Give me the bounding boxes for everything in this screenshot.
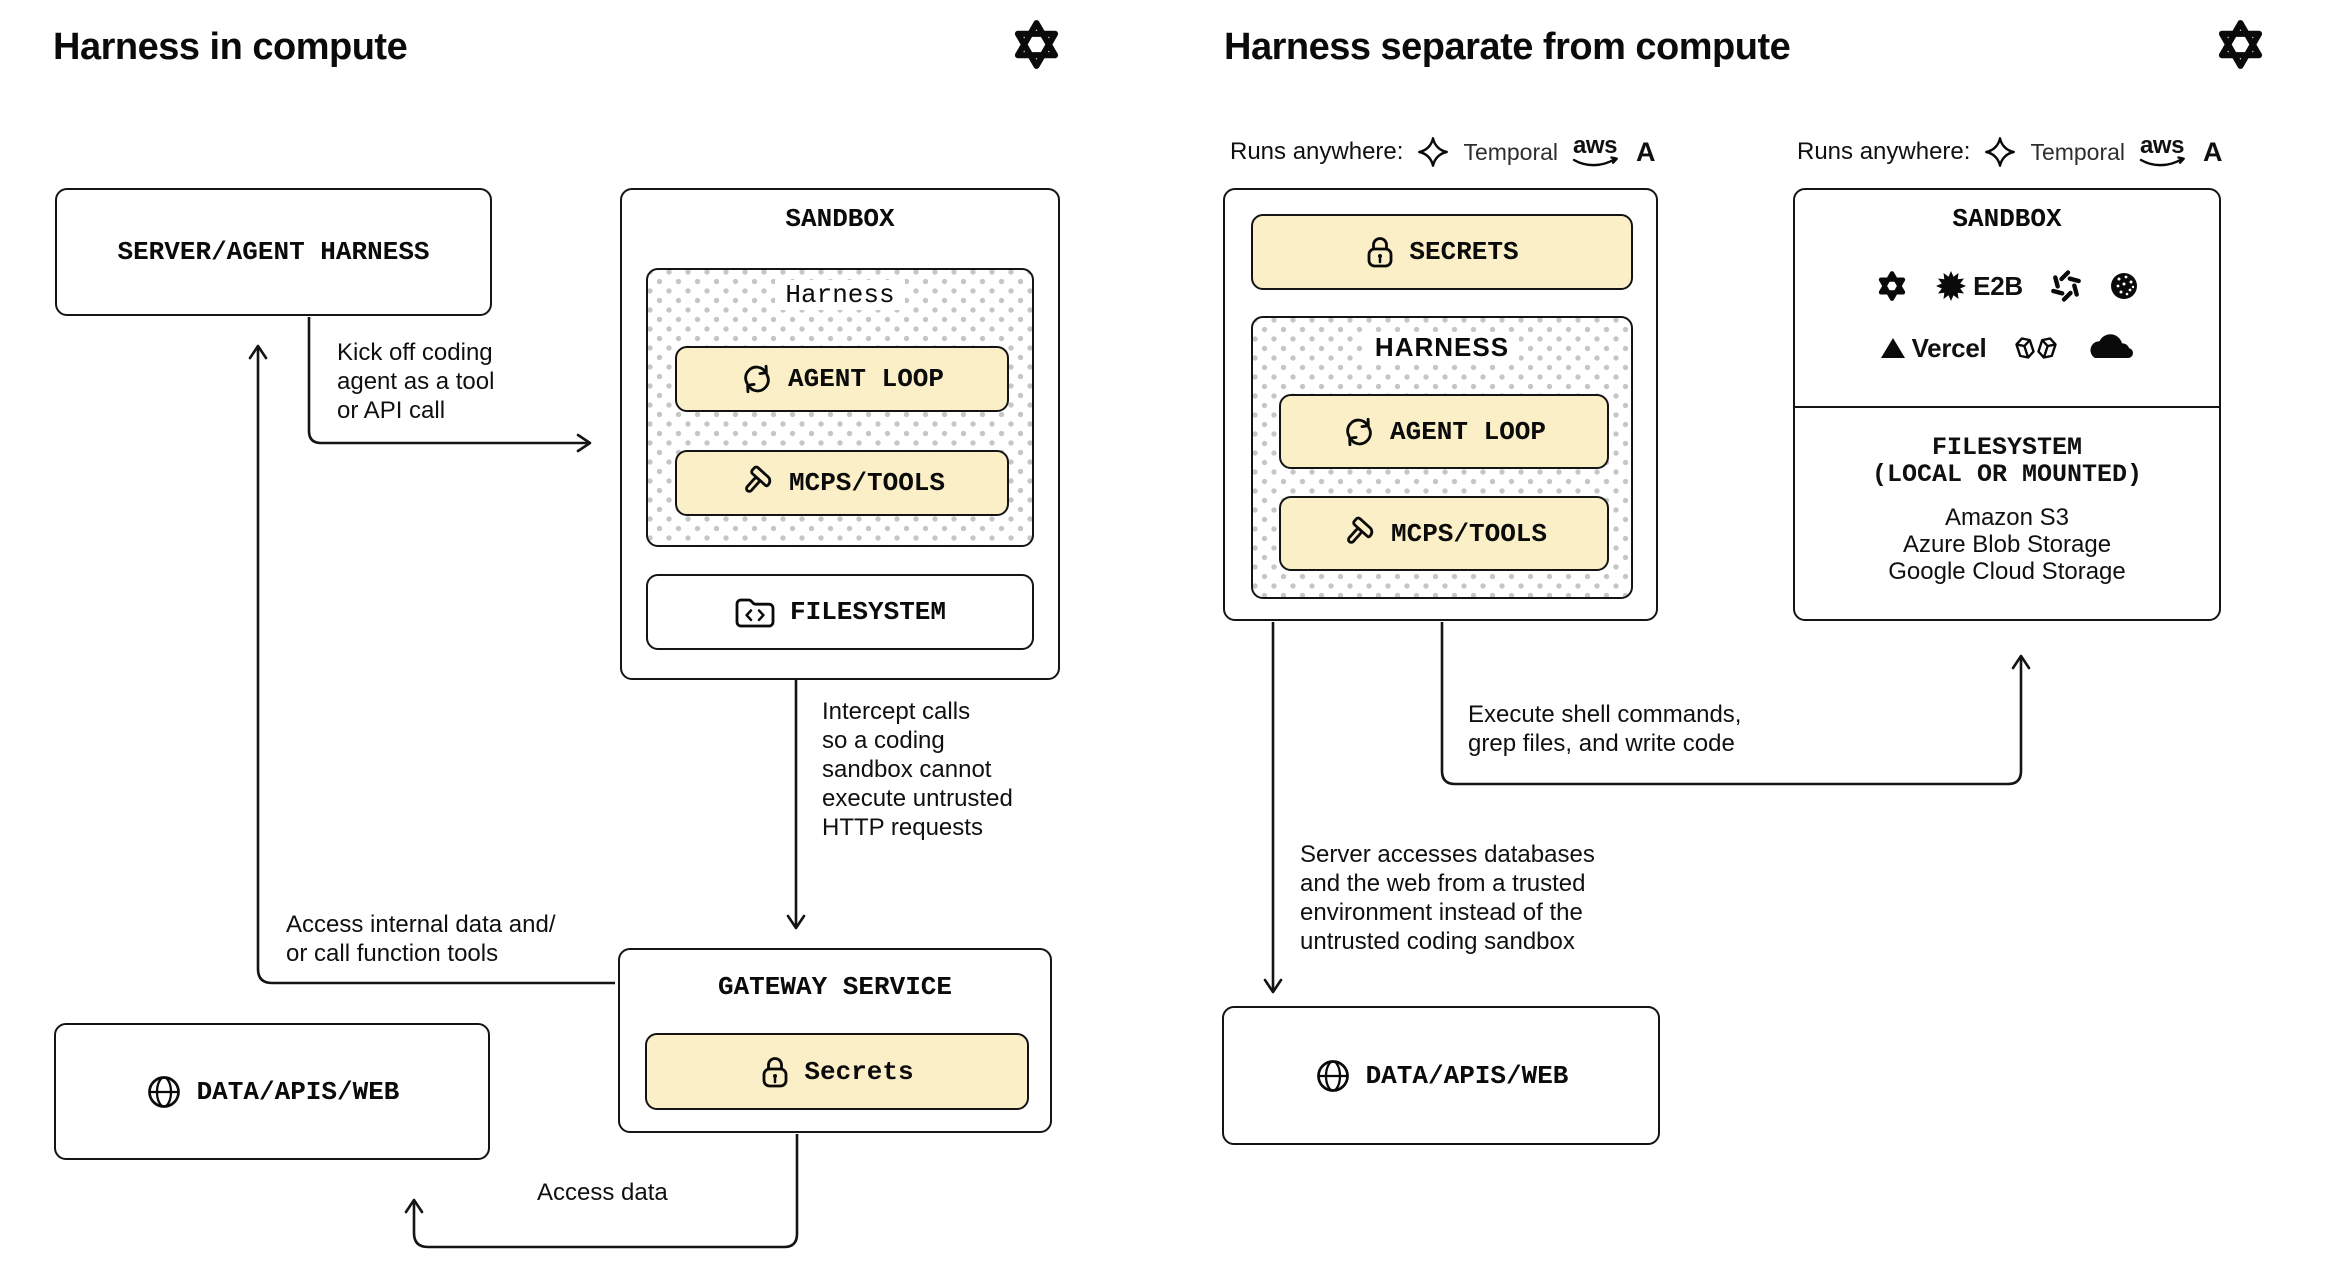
secrets-box-left: Secrets <box>645 1033 1029 1110</box>
harness-group-title-right: HARNESS <box>1364 332 1520 363</box>
pinwheel-logo-icon <box>2049 269 2083 303</box>
filesystem-title-right: FILESYSTEM (LOCAL OR MOUNTED) <box>1871 433 2143 489</box>
gateway-service-box: GATEWAY SERVICE Secrets <box>618 948 1052 1133</box>
dotted-globe-logo-icon <box>2109 271 2139 301</box>
harness-dotted-group-right: HARNESS AGENT LOOP <box>1251 316 1633 599</box>
access-internal-annotation: Access internal data and/ or call functi… <box>286 911 556 967</box>
runs-anywhere-label: Runs anywhere: <box>1230 138 1404 165</box>
runs-anywhere-label: Runs anywhere: <box>1797 138 1971 165</box>
server-agent-harness-box: SERVER/AGENT HARNESS <box>55 188 492 316</box>
data-apis-web-label-left: DATA/APIS/WEB <box>196 1076 400 1107</box>
anthropic-logo-icon: A <box>1636 136 1656 167</box>
secrets-label-right: SECRETS <box>1409 237 1519 267</box>
runs-anywhere-row-2: Runs anywhere: Temporal aws A <box>1797 132 2223 170</box>
e2b-logo-icon: E2B <box>1935 270 2023 302</box>
openai-logo-icon <box>2212 16 2269 73</box>
storage-options-list: Amazon S3 Azure Blob Storage Google Clou… <box>1888 504 2126 585</box>
agent-loop-box-right: AGENT LOOP <box>1279 394 1609 469</box>
left-title: Harness in compute <box>53 26 408 68</box>
mcps-tools-box-left: MCPS/TOOLS <box>675 450 1009 516</box>
data-apis-web-box-right: DATA/APIS/WEB <box>1222 1006 1660 1145</box>
harness-dotted-group-left: Harness AGENT LOOP <box>646 268 1034 547</box>
connector-access-internal-arrow <box>248 344 615 985</box>
execute-shell-annotation: Execute shell commands, grep files, and … <box>1468 701 1742 757</box>
access-data-annotation: Access data <box>537 1179 668 1206</box>
sandbox-title-right: SANDBOX <box>1952 204 2062 234</box>
secrets-label-left: Secrets <box>804 1056 914 1087</box>
aws-icon: aws <box>2138 132 2190 170</box>
intercept-annotation: Intercept calls so a coding sandbox cann… <box>822 698 1013 841</box>
sandbox-divider <box>1795 406 2219 408</box>
vercel-label: Vercel <box>1911 332 1987 363</box>
cloudflare-logo-icon <box>2086 333 2134 363</box>
right-title: Harness separate from compute <box>1224 26 1791 68</box>
sandbox-box-left: SANDBOX Harness AGENT LOOP <box>620 188 1060 680</box>
temporal-label: Temporal <box>1463 138 1559 165</box>
aws-label: aws <box>1573 132 1617 159</box>
agent-loop-icon <box>1342 415 1376 449</box>
vercel-logo-icon: Vercel <box>1880 333 1987 364</box>
sandbox-title-left: SANDBOX <box>785 204 895 234</box>
agent-loop-icon <box>740 362 774 396</box>
mcps-tools-label-left: MCPS/TOOLS <box>788 468 946 498</box>
server-accesses-annotation: Server accesses databases and the web fr… <box>1300 841 1595 955</box>
hammer-icon <box>739 465 775 501</box>
hammer-icon <box>1341 516 1377 552</box>
harness-group-title-left: Harness <box>775 280 905 310</box>
aws-icon: aws <box>1571 132 1623 170</box>
server-agent-harness-label: SERVER/AGENT HARNESS <box>117 237 430 267</box>
mcps-tools-label-right: MCPS/TOOLS <box>1390 518 1548 549</box>
anthropic-logo-icon: A <box>2203 136 2223 167</box>
globe-icon <box>145 1073 183 1111</box>
lock-icon <box>1365 234 1395 270</box>
openai-logo-icon <box>1875 269 1909 303</box>
kick-off-annotation: Kick off coding agent as a tool or API c… <box>337 339 495 424</box>
prisms-logo-icon <box>2012 331 2060 365</box>
filesystem-box-left: FILESYSTEM <box>646 574 1034 650</box>
sandbox-box-right: SANDBOX E2B <box>1793 188 2221 621</box>
e2b-label: E2B <box>1973 270 2023 301</box>
sandbox-logo-row-2: Vercel <box>1795 328 2219 368</box>
data-apis-web-label-right: DATA/APIS/WEB <box>1365 1060 1569 1091</box>
gateway-service-title: GATEWAY SERVICE <box>717 972 953 1002</box>
aws-label: aws <box>2140 132 2184 159</box>
agent-loop-label-left: AGENT LOOP <box>787 364 945 394</box>
harness-outer-box-right: SECRETS HARNESS AGENT LOOP <box>1223 188 1658 621</box>
lock-icon <box>760 1054 790 1090</box>
mcps-tools-box-right: MCPS/TOOLS <box>1279 496 1609 571</box>
runs-anywhere-row-1: Runs anywhere: Temporal aws A <box>1230 132 1656 170</box>
folder-code-icon <box>734 595 776 629</box>
secrets-box-right: SECRETS <box>1251 214 1633 290</box>
agent-loop-label-right: AGENT LOOP <box>1389 416 1547 447</box>
agent-loop-box-left: AGENT LOOP <box>675 346 1009 412</box>
temporal-icon <box>1416 135 1450 169</box>
filesystem-label-left: FILESYSTEM <box>789 597 947 627</box>
temporal-icon <box>1983 135 2017 169</box>
globe-icon <box>1314 1057 1352 1095</box>
openai-logo-icon <box>1008 16 1065 73</box>
sandbox-logo-row-1: E2B <box>1795 266 2219 306</box>
temporal-label: Temporal <box>2030 138 2126 165</box>
data-apis-web-box-left: DATA/APIS/WEB <box>54 1023 490 1160</box>
